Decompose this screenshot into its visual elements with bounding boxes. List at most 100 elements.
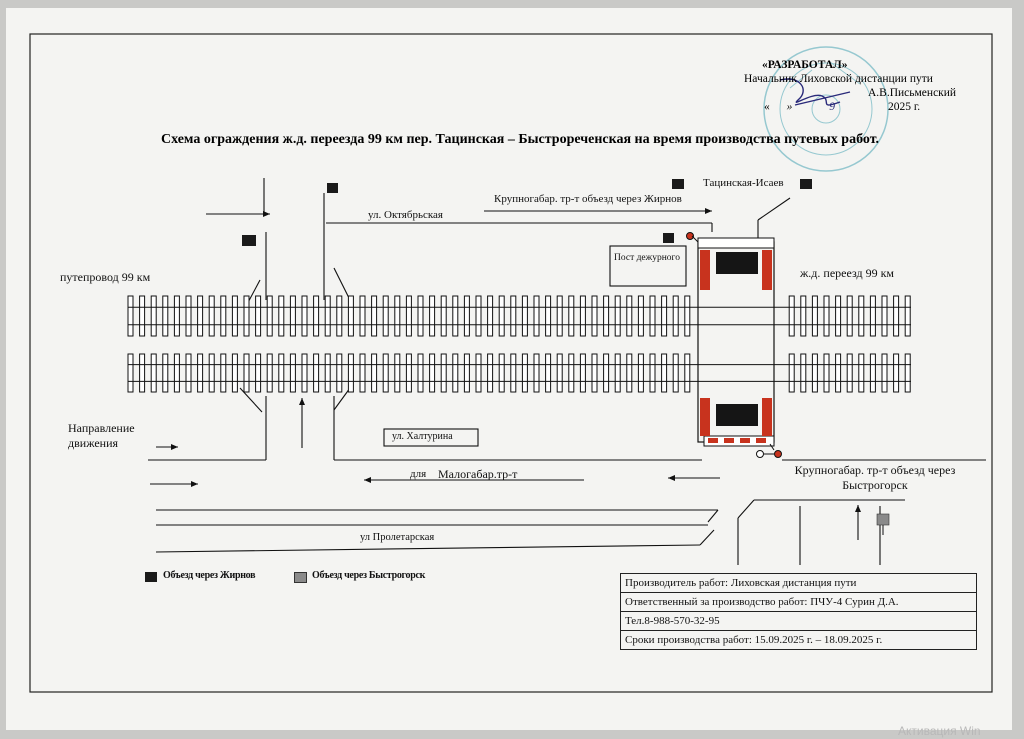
sleeper — [185, 295, 192, 337]
sleeper — [649, 295, 656, 337]
sleeper — [313, 295, 320, 337]
sleeper — [185, 353, 192, 393]
sleeper — [614, 353, 621, 393]
sleeper — [243, 353, 250, 393]
sleeper — [278, 353, 285, 393]
sleeper — [336, 295, 343, 337]
sleeper — [684, 353, 691, 393]
sleeper — [371, 353, 378, 393]
info-phone: Тел.8-988-570-32-95 — [620, 611, 977, 631]
sleeper — [846, 295, 853, 337]
sleeper — [347, 353, 354, 393]
page-title: Схема ограждения ж.д. переезда 99 км пер… — [160, 132, 880, 147]
label-tatsinskaya-isaev: Тацинская-Исаев — [703, 177, 784, 189]
label-small-vehicles: Малогабар.тр-т — [438, 467, 518, 481]
sleeper — [603, 353, 610, 393]
sleeper — [220, 353, 227, 393]
sleeper — [150, 353, 157, 393]
sleeper — [893, 295, 900, 337]
sleeper — [498, 353, 505, 393]
barrier-block — [700, 398, 710, 436]
activation-watermark: Активация Win — [898, 724, 981, 738]
sleeper — [661, 295, 668, 337]
sleeper — [545, 295, 552, 337]
sleeper — [637, 295, 644, 337]
sleeper — [475, 295, 482, 337]
sign-bystrogorsk — [876, 513, 890, 526]
sleeper — [591, 295, 598, 337]
sleeper — [556, 295, 563, 337]
label-crossing: ж.д. переезд 99 км — [800, 266, 894, 280]
info-row: Производитель работ: Лиховская дистанция… — [620, 573, 977, 593]
sleeper — [858, 295, 865, 337]
sleeper — [858, 353, 865, 393]
approval-heading: «РАЗРАБОТАЛ» — [762, 59, 848, 71]
sleeper — [139, 353, 146, 393]
sleeper — [197, 353, 204, 393]
sleeper — [788, 353, 795, 393]
approval-date: « » 9 2025 г. — [764, 101, 921, 113]
sleeper — [394, 295, 401, 337]
sleeper — [301, 353, 308, 393]
sleeper — [869, 295, 876, 337]
sleeper — [359, 353, 366, 393]
sleeper — [162, 353, 169, 393]
sleeper — [521, 353, 528, 393]
approval-year: 2025 г. — [888, 101, 921, 113]
road-signs — [242, 179, 890, 535]
stamp — [763, 46, 889, 172]
barrier-block — [700, 250, 710, 290]
sleeper — [208, 295, 215, 337]
sleeper — [835, 353, 842, 393]
barrier-block — [762, 250, 772, 290]
sleeper — [510, 295, 517, 337]
sleeper — [266, 295, 273, 337]
barrier-block — [762, 398, 772, 436]
railway-track-lower — [127, 353, 911, 393]
sleeper — [881, 295, 888, 337]
sleeper — [313, 353, 320, 393]
approval-position: Начальник Лиховской дистанции пути — [744, 73, 933, 85]
label-bypass-zhirnov: Крупногабар. тр-т объезд через Жирнов — [494, 193, 682, 205]
sleeper — [405, 295, 412, 337]
sleeper — [301, 295, 308, 337]
sleeper — [173, 353, 180, 393]
sleeper — [835, 295, 842, 337]
sleeper — [811, 353, 818, 393]
info-terms: Сроки производства работ: 15.09.2025 г. … — [620, 630, 977, 650]
label-street-khalturina: ул. Халтурина — [392, 431, 453, 442]
legend-label-zhirnov: Объезд через Жирнов — [163, 570, 256, 581]
sleeper — [394, 353, 401, 393]
sleeper — [800, 353, 807, 393]
label-overpass: путепровод 99 км — [60, 270, 151, 284]
sleeper — [231, 295, 238, 337]
legend-swatch-bystrogorsk — [294, 572, 307, 583]
sleeper — [289, 353, 296, 393]
sleeper — [255, 295, 262, 337]
sleeper — [533, 295, 540, 337]
info-responsible: Ответственный за производство работ: ПЧУ… — [620, 592, 977, 612]
sleeper — [463, 295, 470, 337]
sleeper — [452, 353, 459, 393]
sleeper — [220, 295, 227, 337]
sleeper — [672, 353, 679, 393]
sleeper — [661, 353, 668, 393]
sleeper — [904, 295, 911, 337]
sleeper — [208, 353, 215, 393]
label-street-oktyabrskaya: ул. Октябрьская — [368, 209, 443, 221]
sign-zhirnov — [663, 233, 674, 243]
sleeper — [881, 353, 888, 393]
sleeper — [289, 295, 296, 337]
info-producer: Производитель работ: Лиховская дистанция… — [620, 573, 977, 593]
sleeper — [266, 353, 273, 393]
sleeper — [243, 295, 250, 337]
sleeper — [127, 295, 134, 337]
sign-zhirnov — [327, 183, 338, 193]
sleeper — [614, 295, 621, 337]
sleeper — [823, 295, 830, 337]
sleeper — [579, 353, 586, 393]
sleeper — [672, 295, 679, 337]
sleeper — [127, 353, 134, 393]
sleeper — [568, 353, 575, 393]
sleeper — [545, 353, 552, 393]
